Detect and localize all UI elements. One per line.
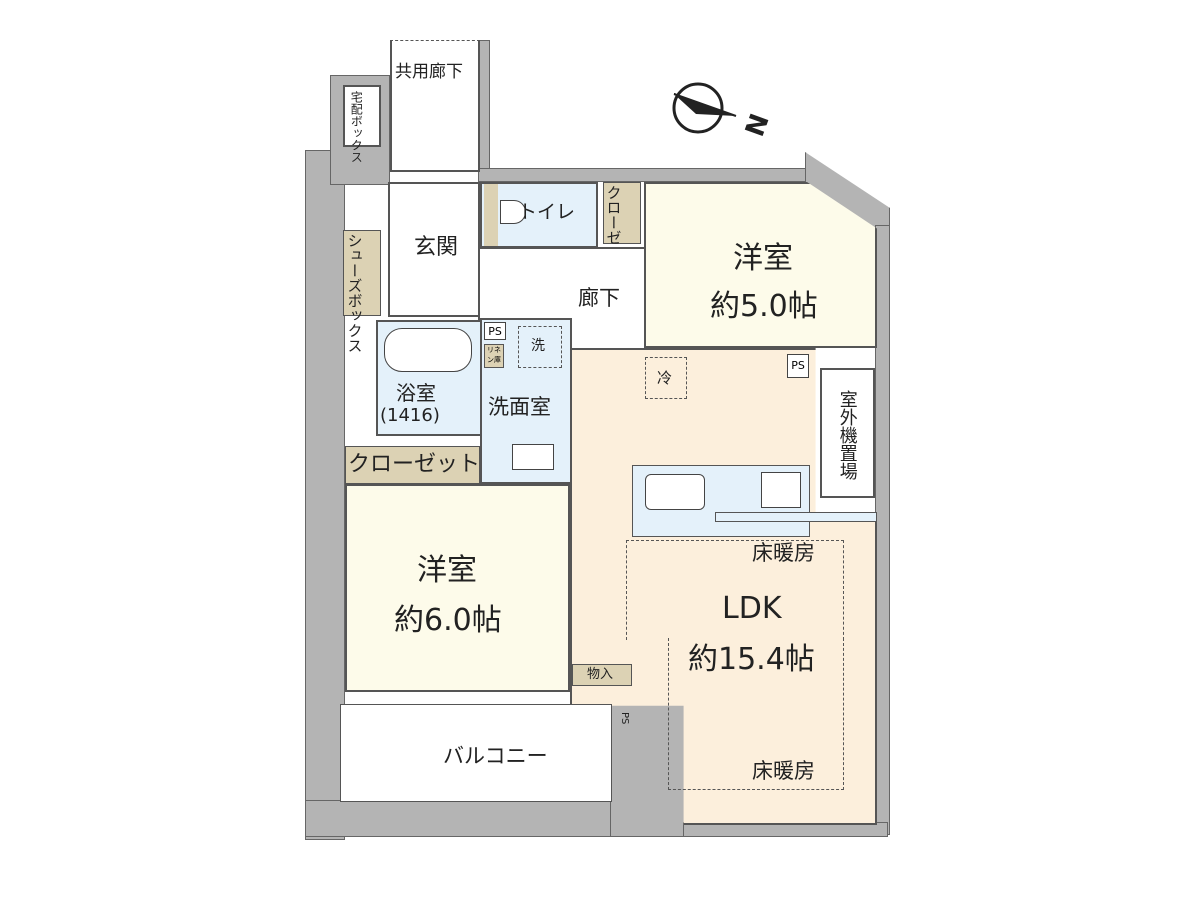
western-room-6-size: 約6.0帖 xyxy=(394,603,502,638)
bathroom: 浴室 (1416) xyxy=(376,320,482,436)
linen-closet[interactable]: リネン庫 xyxy=(484,344,504,368)
bottom-wall-left xyxy=(305,800,615,837)
stove-icon xyxy=(761,472,801,508)
entrance: 玄関 xyxy=(388,182,480,317)
western-room-5-size: 約5.0帖 xyxy=(710,289,818,324)
toilet-label: トイレ xyxy=(518,201,576,223)
bottom-wall-mid xyxy=(610,700,685,837)
balcony: バルコニー xyxy=(340,704,612,802)
storage-label: 物入 xyxy=(587,667,614,682)
washer-label: 洗 xyxy=(531,338,545,354)
toilet-closet-label: クローゼット xyxy=(604,185,623,275)
bathroom-size: (1416) xyxy=(380,405,440,426)
left-wall xyxy=(305,150,345,840)
bathtub-icon xyxy=(384,328,472,372)
delivery-box[interactable]: 宅配ボックス xyxy=(343,85,381,163)
toilet-closet[interactable]: クローゼット xyxy=(603,182,641,275)
compass: N xyxy=(666,76,773,140)
western-room-5-name: 洋室 xyxy=(733,241,793,276)
fridge-space: 冷 xyxy=(645,357,687,399)
shoe-box[interactable]: シューズボックス xyxy=(343,230,381,353)
toilet-counter xyxy=(484,184,498,246)
closet[interactable]: クローゼット xyxy=(345,446,480,484)
washroom-label: 洗面室 xyxy=(488,395,551,419)
western-room-6: 洋室 約6.0帖 xyxy=(345,484,570,692)
balcony-label: バルコニー xyxy=(443,744,548,768)
toilet-icon xyxy=(500,200,526,224)
washroom: PS リネン庫 洗 洗面室 xyxy=(480,318,572,484)
hallway-label: 廊下 xyxy=(578,286,620,310)
western-room-6-name: 洋室 xyxy=(417,553,477,588)
western-room-5 xyxy=(644,182,877,348)
ps-label-2: PS xyxy=(484,322,506,340)
bathroom-name: 浴室 xyxy=(396,381,436,405)
ldk-size: 約15.4帖 xyxy=(688,642,815,677)
sink-icon xyxy=(645,474,705,510)
floor-heating-area-2 xyxy=(668,638,844,790)
vanity-sink xyxy=(512,444,554,470)
closet-label: クローゼット xyxy=(348,452,481,477)
floor-heating-area-1 xyxy=(626,540,844,640)
delivery-box-label: 宅配ボックス xyxy=(349,91,364,163)
counter-bar xyxy=(715,512,877,522)
common-corridor: 共用廊下 xyxy=(390,40,480,172)
compass-icon xyxy=(672,82,737,134)
storage[interactable]: 物入 xyxy=(572,664,632,686)
ldk-name: LDK xyxy=(722,591,782,626)
outdoor-unit-label: 室外機置場 xyxy=(836,390,858,480)
ps-label-3: PS xyxy=(619,712,630,725)
floor-heating-label-1: 床暖房 xyxy=(752,541,815,565)
kitchen-counter xyxy=(632,465,810,537)
common-corridor-label: 共用廊下 xyxy=(395,62,463,82)
fridge-label: 冷 xyxy=(657,369,673,387)
floor-heating-label-2: 床暖房 xyxy=(752,759,815,783)
washer-space: 洗 xyxy=(518,326,562,368)
shoe-box-label: シューズボックス xyxy=(345,233,364,353)
top-wall xyxy=(478,168,808,182)
ps-label: PS xyxy=(787,354,809,378)
right-wall xyxy=(875,225,890,835)
entrance-label: 玄関 xyxy=(414,235,459,260)
outdoor-unit-space: 室外機置場 xyxy=(820,368,875,498)
toilet: トイレ xyxy=(480,182,598,248)
